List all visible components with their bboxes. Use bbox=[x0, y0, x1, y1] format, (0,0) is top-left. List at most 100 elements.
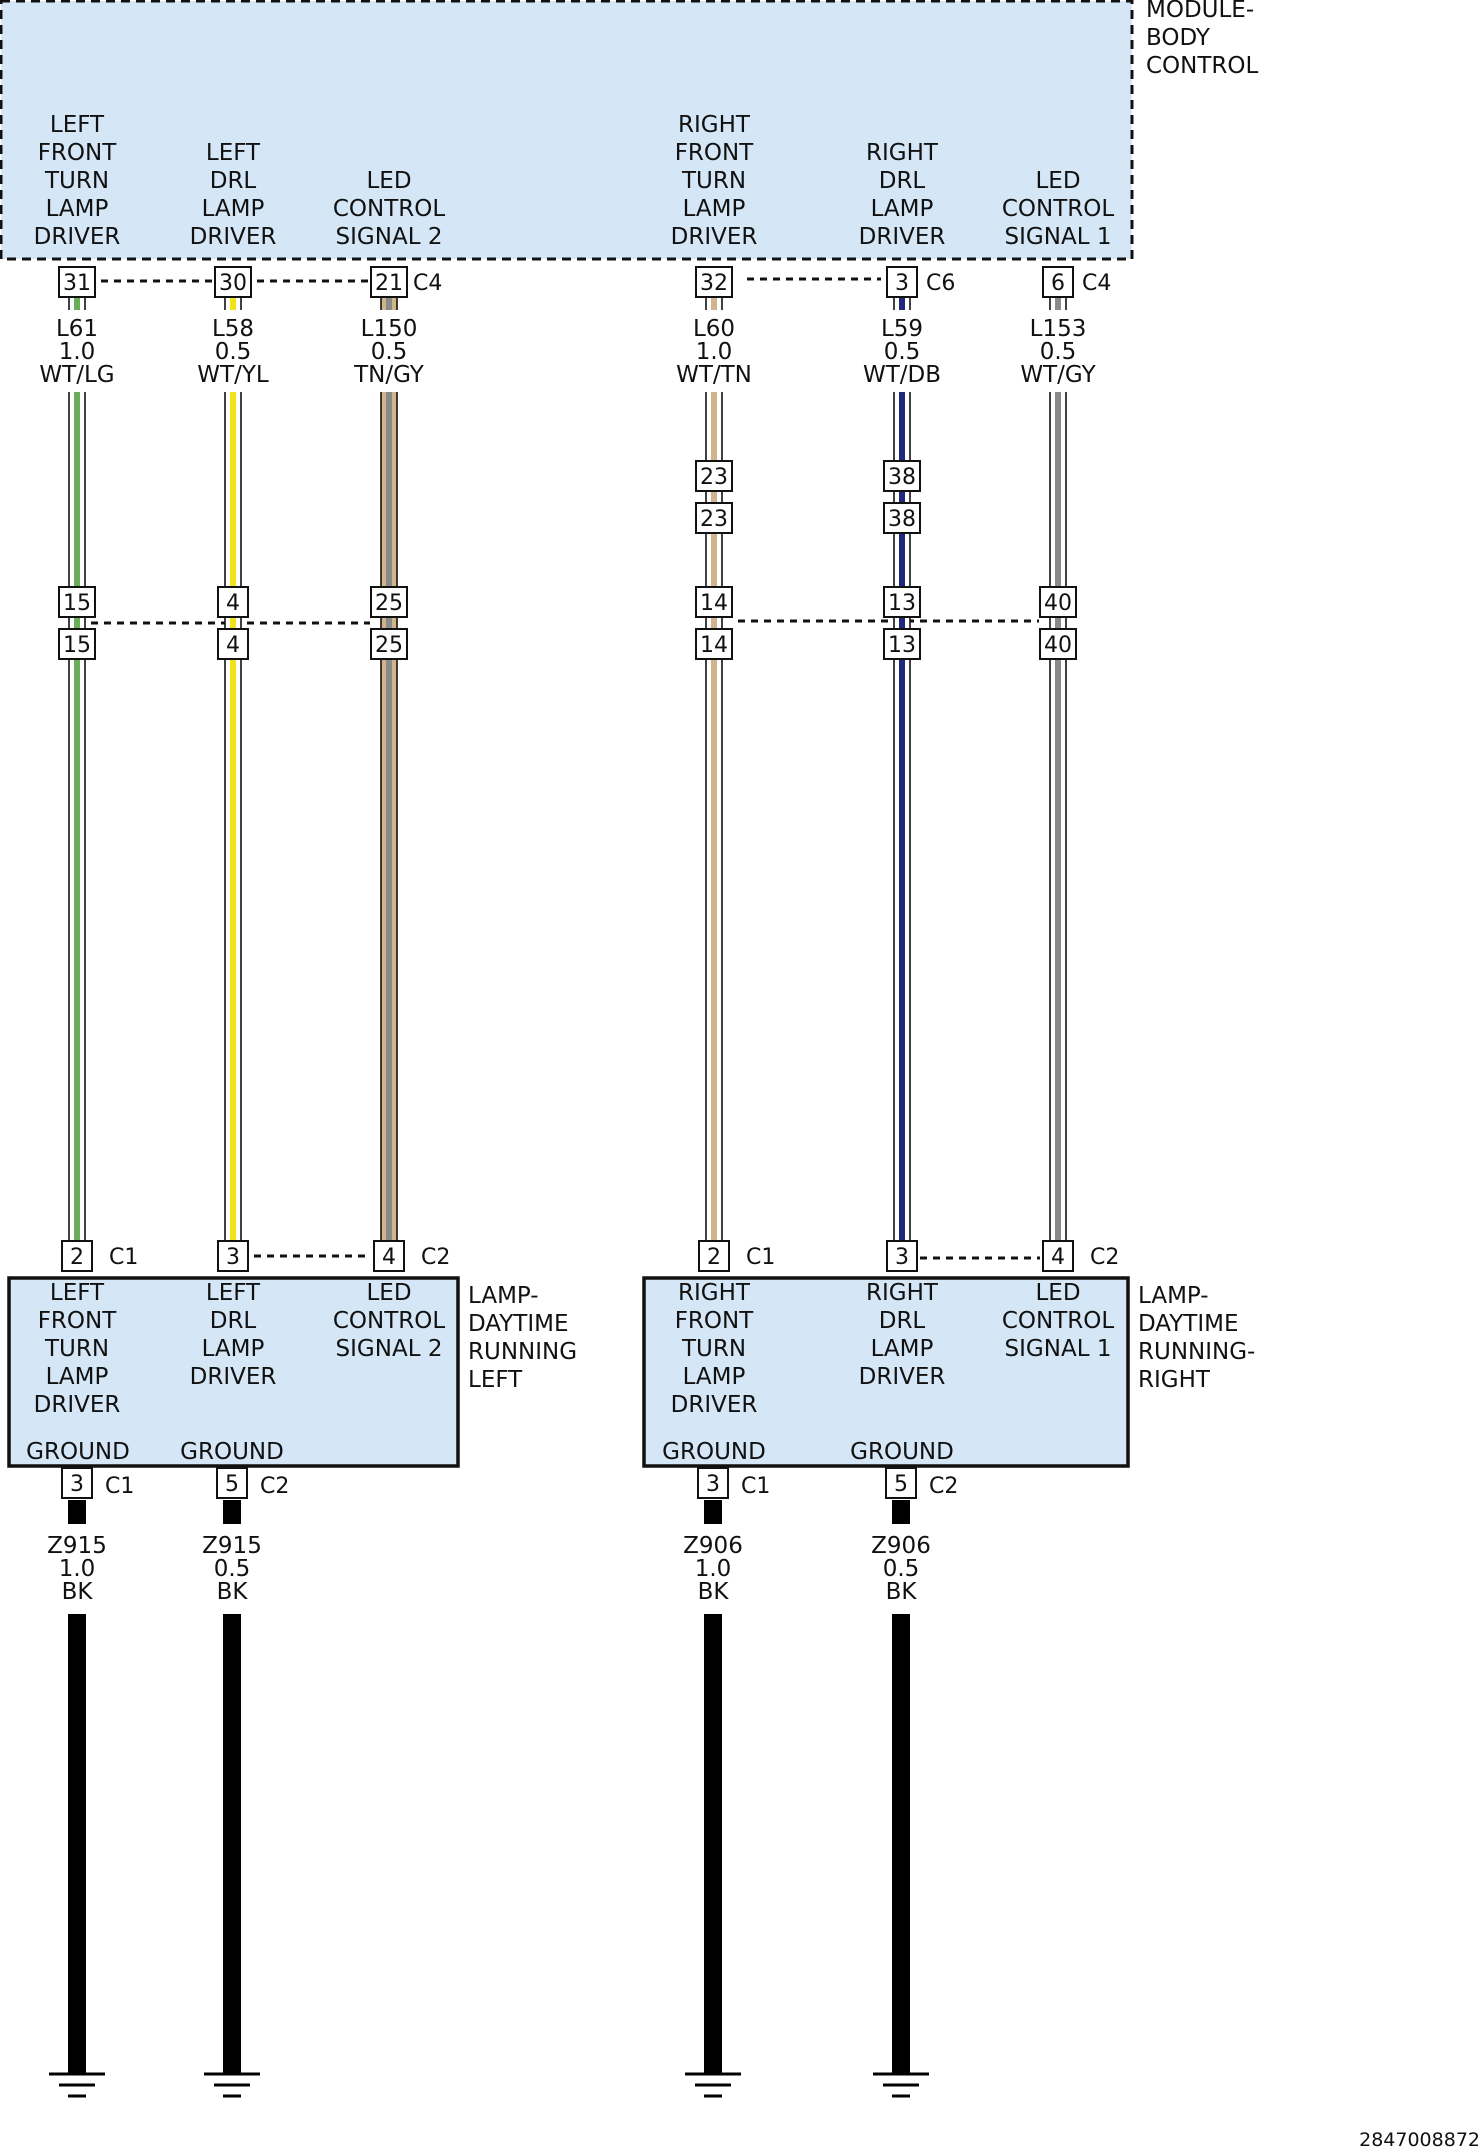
bcm-pin-label-6-line1: LED bbox=[1035, 168, 1080, 194]
inline-pin-25-l150-2-box bbox=[370, 628, 408, 660]
bcm-pin-label-2-line1: LEFT bbox=[206, 140, 261, 166]
bcm-pin-21-l150: 21 bbox=[375, 271, 403, 296]
inline-pin-23-l60-1: 23 bbox=[700, 465, 728, 490]
lamp-left-pin-label-1-line2: FRONT bbox=[38, 1308, 118, 1334]
lamp-pin-2-l61-box bbox=[61, 1240, 93, 1272]
inline-pin-14-l60-3-box bbox=[695, 586, 733, 618]
lamp-pin-3-l59: 3 bbox=[895, 1245, 909, 1270]
bcm-connector-l59: C6 bbox=[926, 271, 955, 296]
lamp-pin-2-l61: 2 bbox=[70, 1245, 84, 1270]
lamp-right-pin-label-1-line1: RIGHT bbox=[678, 1280, 751, 1306]
lamp-right-pin-label-3-line2: CONTROL bbox=[1002, 1308, 1115, 1334]
lamp-left-pin-label-1-line5: DRIVER bbox=[34, 1392, 121, 1418]
lamp-right-pin-label-2-line3: LAMP bbox=[871, 1336, 934, 1362]
wire-l61 bbox=[17, 297, 137, 1241]
inline-pin-23-l60-1-box bbox=[695, 460, 733, 492]
bcm-pin-label-4-line2: FRONT bbox=[675, 140, 755, 166]
wire-circuit-l61: L61 bbox=[56, 316, 98, 342]
ground-pin-5: 5 bbox=[225, 1472, 239, 1497]
bcm-pin-label-4-line4: LAMP bbox=[683, 196, 746, 222]
lamp-pin-3-l58: 3 bbox=[226, 1245, 240, 1270]
wire-label-mask bbox=[173, 310, 293, 392]
bcm-pin-label-4-line1: RIGHT bbox=[678, 112, 751, 138]
bcm-pin-21-l150-box bbox=[370, 266, 408, 298]
ground-connector-c1: C1 bbox=[741, 1474, 770, 1499]
lamp-right-pin-label-1-line2: FRONT bbox=[675, 1308, 755, 1334]
ground-color-code: BK bbox=[62, 1579, 94, 1605]
lamp-left-pin-label-2-line1: LEFT bbox=[206, 1280, 261, 1306]
lamp-left-pin-label-2-line4: DRIVER bbox=[190, 1364, 277, 1390]
bcm-pin-label-1-line5: DRIVER bbox=[34, 224, 121, 250]
lamp-right-label-line1: LAMP- bbox=[1138, 1283, 1209, 1309]
ground-connector-c2: C2 bbox=[260, 1474, 289, 1499]
lamp-left-pin-label-3-line1: LED bbox=[366, 1280, 411, 1306]
lamp-connector-l61: C1 bbox=[109, 1245, 138, 1270]
lamp-right-pin-label-1-line4: LAMP bbox=[683, 1364, 746, 1390]
bcm-pin-label-4-line3: TURN bbox=[681, 168, 746, 194]
bcm-pin-label-6-line2: CONTROL bbox=[1002, 196, 1115, 222]
bcm-pin-label-1-line4: LAMP bbox=[46, 196, 109, 222]
lamp-pin-2-l60-box bbox=[698, 1240, 730, 1272]
wire-label-mask bbox=[17, 310, 137, 392]
bcm-pin-6-l153: 6 bbox=[1051, 271, 1065, 296]
ground-circuit-z906: Z906 bbox=[871, 1533, 931, 1559]
wire-label-mask bbox=[998, 310, 1118, 392]
lamp-left-ground-label-1: GROUND bbox=[26, 1439, 130, 1465]
ground-color-code: BK bbox=[698, 1579, 730, 1605]
wire-gauge-l150: 0.5 bbox=[371, 339, 408, 365]
wire-circuit-l153: L153 bbox=[1030, 316, 1087, 342]
wire-l150 bbox=[329, 297, 449, 1241]
bcm-pin-label-1-line2: FRONT bbox=[38, 140, 118, 166]
lamp-connector-l150: C2 bbox=[421, 1245, 450, 1270]
wire-l60 bbox=[654, 297, 774, 1241]
lamp-right-label-line3: RUNNING- bbox=[1138, 1339, 1255, 1365]
bcm-pin-31-l61-box bbox=[58, 266, 96, 298]
inline-pin-15-l61-2: 15 bbox=[63, 633, 91, 658]
bcm-pin-label-1-line1: LEFT bbox=[50, 112, 105, 138]
inline-pin-38-l59-2: 38 bbox=[888, 507, 916, 532]
wire-color-code-l150: TN/GY bbox=[353, 362, 425, 388]
lamp-left-label-line4: LEFT bbox=[468, 1367, 523, 1393]
lamp-left-pin-label-3-line3: SIGNAL 2 bbox=[336, 1336, 443, 1362]
bcm-pin-label-3-line3: SIGNAL 2 bbox=[336, 224, 443, 250]
wire-color-code-l59: WT/DB bbox=[863, 362, 941, 388]
ground-pin-box bbox=[61, 1467, 93, 1499]
inline-pin-14-l60-4-box bbox=[695, 628, 733, 660]
wire-label-mask bbox=[329, 310, 449, 392]
bcm-pin-3-l59-box bbox=[886, 266, 918, 298]
lamp-left-outline bbox=[7, 1276, 460, 1468]
bcm-pin-31-l61: 31 bbox=[63, 271, 91, 296]
lamp-left-pin-label-1-line4: LAMP bbox=[46, 1364, 109, 1390]
ground-symbol-icon bbox=[873, 2072, 929, 2098]
wire-l153 bbox=[998, 297, 1118, 1241]
lamp-right-label-line4: RIGHT bbox=[1138, 1367, 1211, 1393]
ground-circuit-z906: Z906 bbox=[683, 1533, 743, 1559]
wire-l61-stripe bbox=[74, 297, 80, 1241]
wire-labels: L611.0WT/LGL580.5WT/YLL1500.5TN/GYL601.0… bbox=[39, 316, 1096, 388]
lamp-right-ground-label-2: GROUND bbox=[850, 1439, 954, 1465]
inline-pin-15-l61-2-box bbox=[58, 628, 96, 660]
wire-gauge-l59: 0.5 bbox=[884, 339, 921, 365]
inline-pin-38-l59-1: 38 bbox=[888, 465, 916, 490]
bcm-pin-3-l59: 3 bbox=[895, 271, 909, 296]
ground-pin-box bbox=[216, 1467, 248, 1499]
wire-l58 bbox=[173, 297, 293, 1241]
inline-pin-40-l153-2: 40 bbox=[1044, 633, 1072, 658]
lamp-left-pin-label-2-line3: LAMP bbox=[202, 1336, 265, 1362]
bcm-label-line1: MODULE- bbox=[1146, 0, 1254, 23]
lamp-right-outline bbox=[642, 1276, 1130, 1468]
body-control-module-outline bbox=[0, 0, 1134, 261]
bcm-pin-label-5-line2: DRL bbox=[879, 168, 926, 194]
wire-circuit-l150: L150 bbox=[361, 316, 418, 342]
lamp-left-label-line3: RUNNING bbox=[468, 1339, 577, 1365]
bcm-pin-labels: LEFTFRONTTURNLAMPDRIVERLEFTDRLLAMPDRIVER… bbox=[34, 112, 1115, 250]
bcm-connector-l150: C4 bbox=[413, 271, 442, 296]
wire-color-code-l153: WT/GY bbox=[1020, 362, 1096, 388]
lamp-left-pin-label-3-line2: CONTROL bbox=[333, 1308, 446, 1334]
wire-gauge-l61: 1.0 bbox=[59, 339, 96, 365]
lamp-left-ground-label-2: GROUND bbox=[180, 1439, 284, 1465]
bcm-pin-label-6-line3: SIGNAL 1 bbox=[1005, 224, 1112, 250]
